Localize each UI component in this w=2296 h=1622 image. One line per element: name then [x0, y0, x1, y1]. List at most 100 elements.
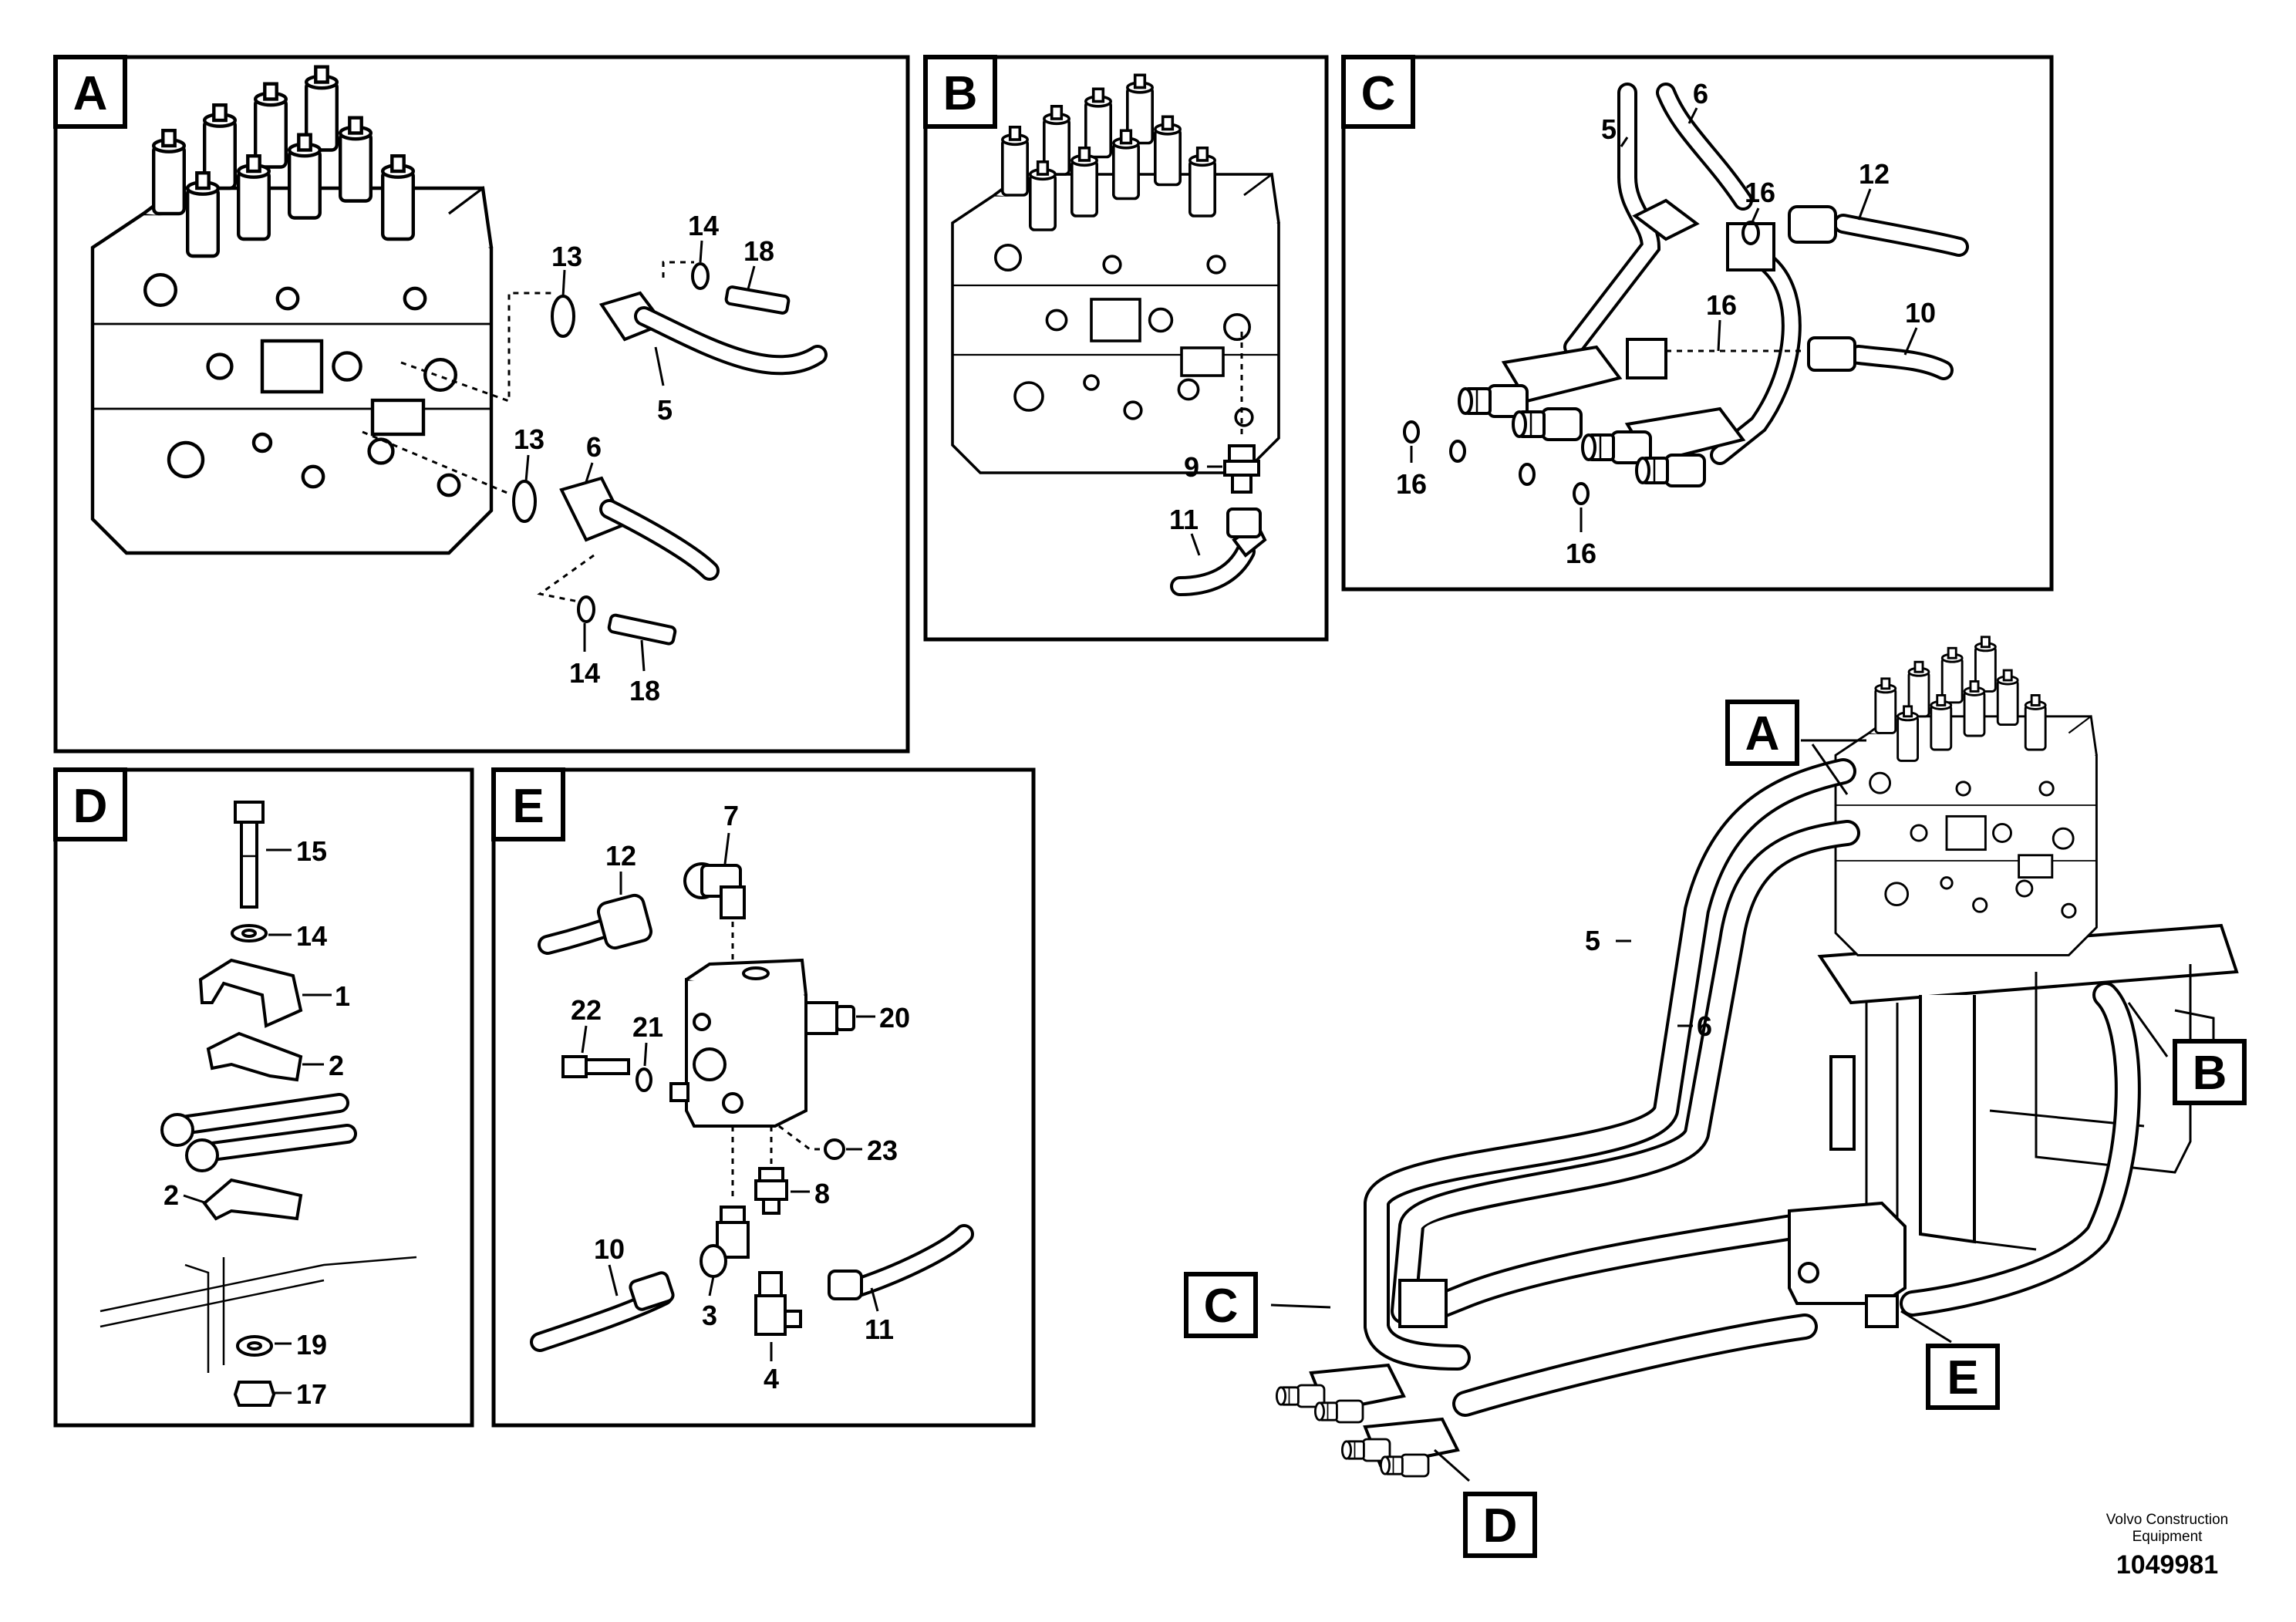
callout-d-2-upper: 2 [329, 1050, 344, 1081]
callout-e-12: 12 [605, 840, 636, 872]
hose-overview-b [1903, 985, 2138, 1313]
callout-c-16-b: 16 [1706, 289, 1737, 321]
fitting-12-c [1788, 205, 1837, 244]
panel-c-letter: C [1361, 67, 1396, 120]
panel-c-letter-box [1341, 55, 1415, 129]
callout-a-6: 6 [586, 431, 602, 463]
footer: Volvo Construction Equipment 1049981 [2067, 1512, 2267, 1580]
callout-a-5: 5 [657, 394, 673, 426]
coupler-overview-4 [1380, 1453, 1430, 1478]
callout-e-20: 20 [879, 1002, 910, 1034]
washer-14-lower [577, 595, 595, 623]
clamp-half-2-lower [202, 1178, 303, 1221]
overview-label-d-box [1463, 1492, 1537, 1558]
hose-10-segment-c [1852, 348, 1950, 377]
callout-d-19: 19 [296, 1329, 327, 1361]
fitting-11-e [828, 1270, 863, 1300]
callout-d-1: 1 [335, 980, 350, 1012]
hose-11-segment [1173, 545, 1253, 593]
clamp-half-2-upper [206, 1031, 303, 1082]
hose-5-overview [1367, 761, 1853, 1367]
callout-e-3: 3 [702, 1300, 717, 1331]
fitting-12-e [596, 893, 653, 950]
callout-e-8: 8 [814, 1178, 830, 1209]
callout-a-14-lower: 14 [569, 657, 600, 689]
callout-a-13-upper: 13 [551, 241, 582, 272]
callout-d-17: 17 [296, 1378, 327, 1410]
hose-6-segment-c [1659, 86, 1750, 207]
hose-overview-lower [1455, 1317, 1815, 1414]
valve-block-overview [1788, 1201, 1907, 1305]
washer-14-upper [691, 262, 710, 290]
callout-c-12: 12 [1859, 158, 1890, 190]
panel-a: A 13 14 18 5 13 6 14 [53, 55, 910, 754]
adapter-8 [758, 1167, 784, 1182]
pipe-end-2 [185, 1138, 219, 1172]
o-ring-16-b [1403, 420, 1420, 443]
hose-12-segment-c [1836, 217, 1966, 254]
panel-a-letter: A [73, 67, 108, 120]
panel-e-letter-box [491, 767, 565, 841]
callout-b-11: 11 [1169, 504, 1199, 535]
overview-assembly: A B C D E 5 6 [1184, 637, 2247, 1558]
panel-e-letter: E [512, 780, 544, 833]
overview-label-d: D [1483, 1499, 1518, 1553]
callout-e-22: 22 [571, 994, 602, 1026]
overview-label-b-box [2173, 1039, 2247, 1105]
panel-c: C [1341, 55, 2054, 592]
o-ring-23 [824, 1138, 845, 1160]
callout-c-10: 10 [1905, 297, 1936, 329]
callout-c-6: 6 [1693, 78, 1708, 110]
hose-overview-upper [1417, 1216, 1807, 1321]
callout-e-7: 7 [723, 800, 739, 831]
panel-d: D 15 14 1 2 [53, 767, 474, 1428]
overview-label-a-box [1725, 700, 1799, 766]
callout-e-10: 10 [594, 1233, 625, 1265]
hose-5-segment [637, 309, 824, 373]
panel-a-letter-box [53, 55, 127, 129]
coupler-c-4 [1635, 454, 1706, 487]
panel-d-letter-box [53, 767, 127, 841]
adapter-9 [1228, 444, 1256, 463]
o-ring-16-c [1573, 482, 1590, 505]
bolt-22 [585, 1058, 630, 1075]
hose-6-overview [1394, 823, 1857, 1321]
overview-callout-6: 6 [1697, 1010, 1712, 1042]
callout-d-15: 15 [296, 835, 327, 867]
fitting-10-e [629, 1271, 675, 1311]
panel-d-frame [53, 767, 474, 1428]
bolt-15 [234, 801, 265, 824]
o-ring-16-a [1741, 221, 1760, 245]
callout-c-16-d: 16 [1566, 538, 1596, 569]
overview-label-e-box [1926, 1344, 2000, 1410]
overview-label-c: C [1204, 1280, 1239, 1333]
callout-d-14: 14 [296, 920, 327, 952]
callout-d-2-lower: 2 [164, 1179, 179, 1211]
coupler-overview-2 [1314, 1399, 1364, 1424]
washer-21 [636, 1067, 652, 1092]
hose-11-e [849, 1227, 971, 1295]
callout-c-16-c: 16 [1396, 468, 1427, 500]
callout-e-21: 21 [632, 1011, 663, 1043]
overview-label-b: B [2193, 1047, 2227, 1100]
panel-b: B 9 11 [923, 55, 1329, 642]
clamp-cover-1 [198, 958, 303, 1028]
callout-b-9: 9 [1184, 451, 1199, 483]
tee-fitting-c [1726, 222, 1775, 271]
fitting-11 [1226, 508, 1262, 538]
callout-a-18-lower: 18 [629, 675, 660, 706]
overview-callout-5: 5 [1585, 925, 1600, 956]
panel-b-letter-box [923, 55, 997, 129]
coupler-c-2 [1512, 407, 1583, 441]
control-valve-overview [1836, 637, 2096, 956]
cartridge-20 [835, 1005, 855, 1031]
panel-b-letter: B [943, 67, 978, 120]
bracket-overview [1829, 1055, 1856, 1151]
callout-e-4: 4 [764, 1363, 779, 1394]
callout-a-13-lower: 13 [514, 423, 544, 455]
overview-label-c-box [1184, 1272, 1258, 1338]
hose-6-segment [602, 502, 716, 578]
callout-c-16-a: 16 [1745, 177, 1775, 208]
elbow-3 [716, 1221, 750, 1259]
